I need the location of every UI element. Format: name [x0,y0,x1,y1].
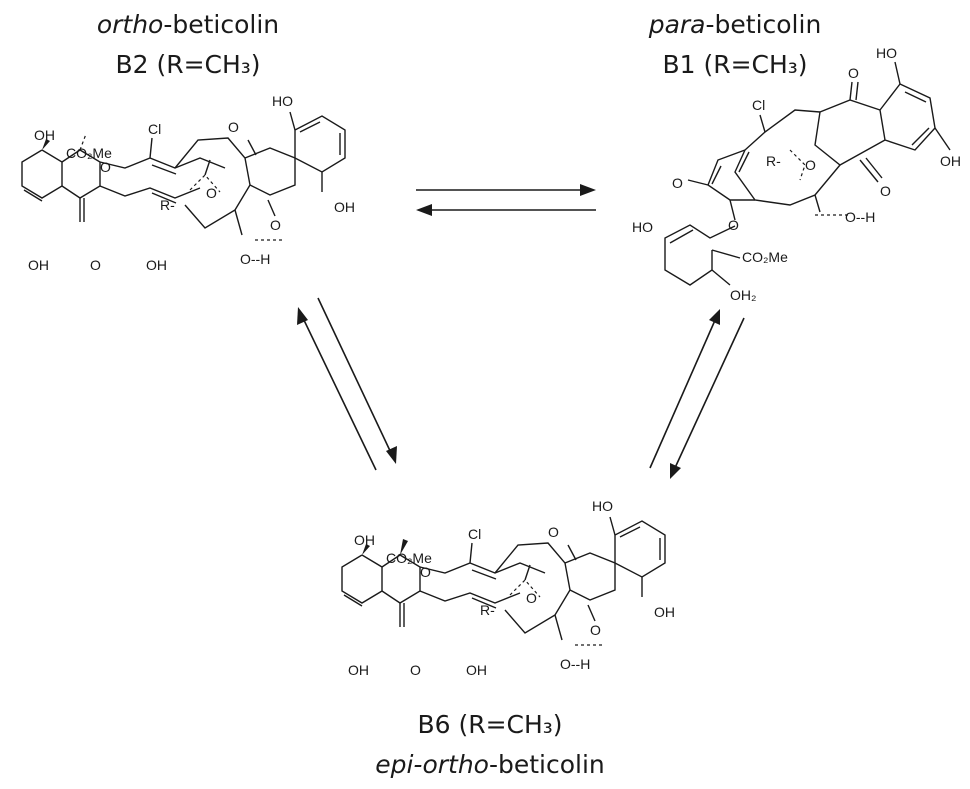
b6-hbond: O--H [560,656,590,672]
title-b1-code: B1 (R=CH₃) [662,50,808,79]
b1-quinone-o-top: O [848,65,859,81]
b1-ho-left: HO [632,219,653,235]
b1-oh2: OH₂ [730,287,756,303]
title-b2-italic: ortho [96,10,164,39]
b6-keto-o: O [410,662,421,678]
b2-ring-o: O [100,159,111,175]
b6-oh-left-top: OH [354,532,375,548]
title-b2-code: B2 (R=CH₃) [115,50,261,79]
b6-quinone-o-top: O [548,524,559,540]
b6-ring-o: O [420,564,431,580]
b2-quinone-o-top: O [228,119,239,135]
b6-oh-top: HO [592,498,613,514]
b2-oh-bottom-left: OH [28,257,49,273]
arrowhead-b6-to-b2 [297,307,308,325]
arrow-b2-to-b6 [317,297,393,456]
b6-epoxide-o: O [526,590,537,606]
b2-oh-bottom-mid: OH [146,257,167,273]
b1-hbond: O--H [845,209,875,225]
arrowhead-b6-to-b1 [709,309,720,325]
equilibrium-b1-b6 [649,309,745,479]
b6-oh-bottom-left: OH [348,662,369,678]
b2-co2me: CO₂Me [66,145,112,161]
b6-co2me: CO₂Me [386,550,432,566]
b6-r: R- [480,602,495,618]
b2-oh-top: HO [272,93,293,109]
b1-ether-o: O [728,217,739,233]
b2-hbond: O--H [240,251,270,267]
structure-b1: HO O Cl OH O R- O O O--H O HO CO₂Me OH₂ [632,45,961,303]
arrowhead-b1-to-b6 [670,463,681,479]
title-b2-rest: -beticolin [163,10,280,39]
arrow-b6-to-b2 [301,315,377,471]
b1-cl: Cl [752,97,765,113]
b6-oh-bottom-mid: OH [466,662,487,678]
arrowhead-b2-to-b1 [580,184,596,196]
arrowhead-b2-to-b6 [386,446,397,464]
b6-cl: Cl [468,526,481,542]
b6-quinone-o-bottom: O [590,622,601,638]
b2-oh-left-top: OH [34,127,55,143]
b2-epoxide-o: O [206,185,217,201]
structure-b2: HO OH OH CO₂Me Cl O O O O R- OH O OH O--… [21,93,355,273]
equilibrium-b2-b1 [416,184,596,216]
equilibrium-b2-b6 [297,297,397,471]
b2-keto-o: O [90,257,101,273]
structure-b6: HO OH OH CO₂Me Cl O O O O R- OH O OH O--… [341,498,675,678]
b1-oh-right: OH [940,153,961,169]
b1-r: R- [766,153,781,169]
title-b2-name: ortho-beticolin [88,10,288,40]
title-b6-code: B6 (R=CH₃) [417,710,563,739]
b2-cl: Cl [148,121,161,137]
b1-epoxide-o: O [805,157,816,173]
b2-oh-right: OH [334,199,355,215]
b1-aldehyde-o: O [672,175,683,191]
b1-quinone-o-bottom: O [880,183,891,199]
b2-r: R- [160,197,175,213]
title-b6-rest: -beticolin [488,750,605,779]
title-b1-name: para-beticolin [635,10,835,40]
b1-ho-top: HO [876,45,897,61]
b1-co2me: CO₂Me [742,249,788,265]
b2-quinone-o-bottom: O [270,217,281,233]
arrowhead-b1-to-b2 [416,204,432,216]
title-b1-rest: -beticolin [705,10,822,39]
title-b6-name: epi-ortho-beticolin [360,750,620,780]
arrow-b1-to-b6 [673,317,745,471]
title-b1-italic: para [648,10,706,39]
arrow-b6-to-b1 [649,317,717,469]
b6-oh-right: OH [654,604,675,620]
title-b6-italic: epi-ortho [375,750,489,779]
